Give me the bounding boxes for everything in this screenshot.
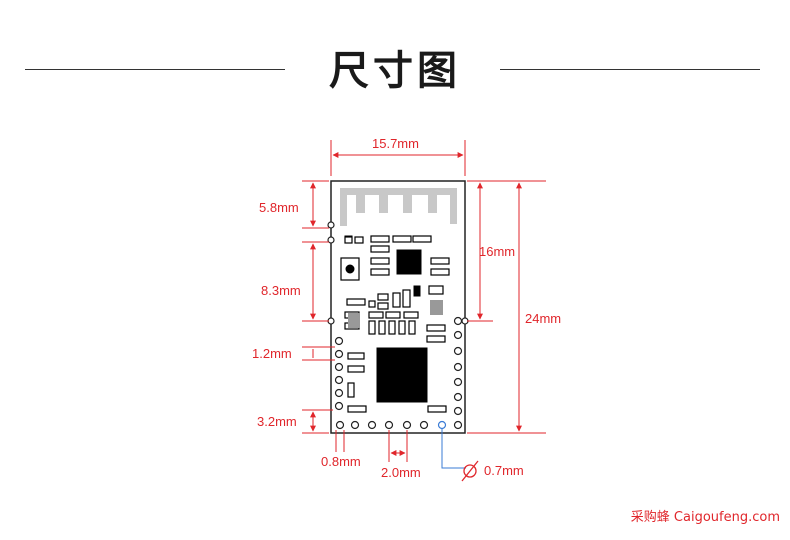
watermark: 采购蜂 Caigoufeng.com xyxy=(630,510,780,525)
castellated-pads xyxy=(334,316,463,430)
label-antenna-height: 5.8mm xyxy=(259,200,299,215)
pad-diameter-leader xyxy=(441,428,479,482)
label-bottom-pad-offset: 3.2mm xyxy=(257,414,297,429)
components xyxy=(340,235,450,413)
label-width: 15.7mm xyxy=(372,136,419,151)
label-pad-width: 0.8mm xyxy=(321,454,361,469)
title-rule-left xyxy=(25,69,285,70)
label-pad-diameter: 0.7mm xyxy=(484,463,524,478)
label-pad-pitch-side: 1.2mm xyxy=(252,346,292,361)
label-upper-block: 8.3mm xyxy=(261,283,301,298)
label-total-height: 24mm xyxy=(525,311,561,326)
pcb-antenna xyxy=(340,188,457,226)
dimension-lines xyxy=(302,140,546,462)
label-pad-pitch-bottom: 2.0mm xyxy=(381,465,421,480)
label-antenna-zone: 16mm xyxy=(479,244,515,259)
title-rule-right xyxy=(500,69,760,70)
page-title: 尺寸图 xyxy=(329,48,461,94)
